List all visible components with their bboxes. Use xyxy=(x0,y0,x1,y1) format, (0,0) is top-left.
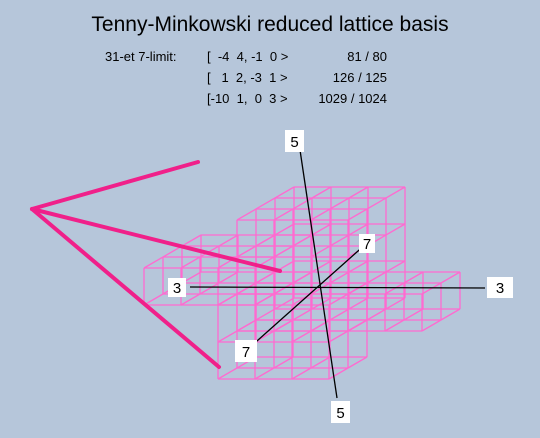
lattice-edge xyxy=(291,282,331,306)
lattice-edge xyxy=(421,308,461,332)
lattice-edge xyxy=(347,271,387,295)
axis-3 xyxy=(189,286,486,289)
axis-7 xyxy=(247,242,368,350)
basis-vectors xyxy=(30,160,282,369)
tuning-label: 31-et 7-limit: xyxy=(105,49,177,64)
lattice-edge xyxy=(273,223,332,258)
basis-vector xyxy=(30,160,200,211)
axis-label-7-lower: 7 xyxy=(235,340,257,362)
lattice-edge xyxy=(384,308,424,332)
lattice-edge xyxy=(384,271,424,295)
lattice-edge xyxy=(236,186,295,221)
lattice-edge xyxy=(254,319,294,343)
axis-labels: 5 5 3 3 7 7 xyxy=(168,130,513,423)
axis-label-5-top: 5 xyxy=(285,130,304,152)
basis-monzo: [-10 1, 0 3 > xyxy=(207,91,288,106)
basis-row: [-10 1, 0 3 > 1029 / 1024 xyxy=(207,91,387,111)
lattice-edge xyxy=(273,186,332,221)
axis-label-text: 7 xyxy=(363,236,371,253)
basis-vector xyxy=(30,207,282,273)
lattice-edge xyxy=(217,319,257,343)
basis-vector xyxy=(30,207,221,369)
axis-label-text: 5 xyxy=(290,134,298,151)
axis-label-text: 5 xyxy=(336,405,344,422)
lattice-edge xyxy=(328,356,368,380)
basis-row: [ 1 2, -3 1 > 126 / 125 xyxy=(207,70,387,90)
basis-monzo: [ -4 4, -1 0 > xyxy=(207,49,289,64)
lattice-edge xyxy=(347,308,387,332)
page-title: Tenny-Minkowski reduced lattice basis xyxy=(91,13,449,36)
lattice-edge xyxy=(236,223,295,258)
basis-monzo: [ 1 2, -3 1 > xyxy=(207,70,288,85)
lattice-edge xyxy=(310,223,369,258)
axis-label-3-left: 3 xyxy=(168,278,186,297)
lattice-edge xyxy=(143,234,202,269)
lattice-grid xyxy=(143,186,461,380)
lattice-edge xyxy=(254,282,294,306)
lattice-edge xyxy=(421,271,461,295)
lattice-edge xyxy=(347,186,406,221)
axis-label-7-upper: 7 xyxy=(359,234,375,253)
axis-label-text: 3 xyxy=(496,280,504,297)
lattice-edge xyxy=(254,356,294,380)
lattice-edge xyxy=(291,356,331,380)
lattice-edge xyxy=(291,319,331,343)
basis-row: [ -4 4, -1 0 > 81 / 80 xyxy=(207,49,387,69)
axis-label-3-right: 3 xyxy=(487,277,513,298)
prime-axes xyxy=(189,149,486,399)
lattice-edge xyxy=(310,186,369,221)
basis-ratio: 126 / 125 xyxy=(332,70,387,85)
basis-ratio: 1029 / 1024 xyxy=(318,91,387,106)
basis-ratio: 81 / 80 xyxy=(347,49,387,64)
axis-5 xyxy=(299,149,338,399)
axis-label-text: 3 xyxy=(173,280,181,297)
lattice-edge xyxy=(180,271,239,306)
axis-label-5-bottom: 5 xyxy=(331,401,350,423)
axis-label-text: 7 xyxy=(242,344,250,361)
